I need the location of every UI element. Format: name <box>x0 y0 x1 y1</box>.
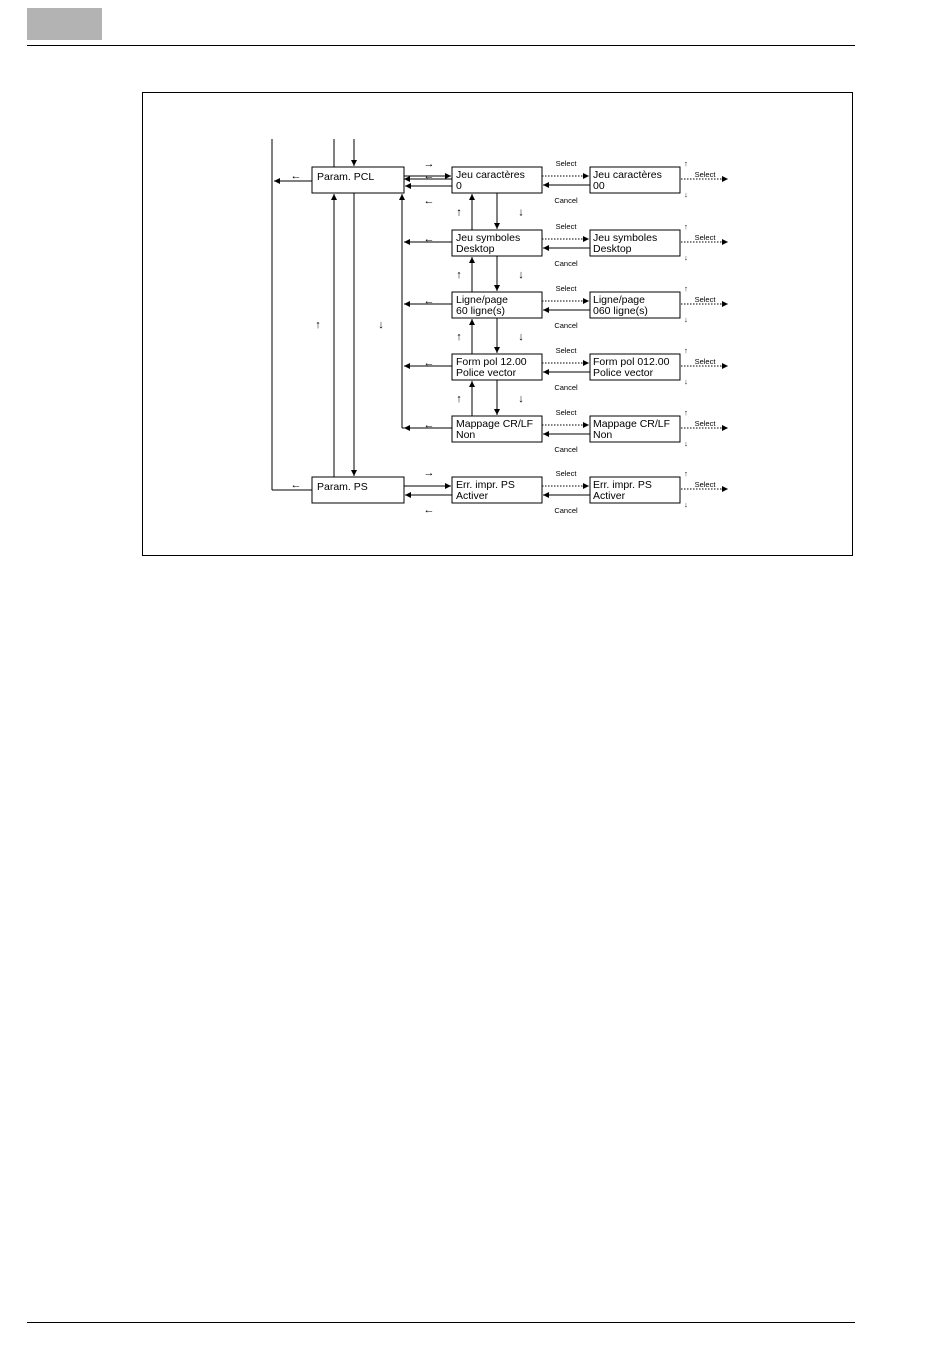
mappage-detail-line2: Non <box>593 429 612 441</box>
jeu-symboles-down-label: ↓ <box>518 269 524 281</box>
page-number-tab <box>27 8 102 40</box>
ligne-page-detail-box <box>589 291 681 319</box>
form-pol-line2: Police vector <box>456 367 517 379</box>
jeu-caracteres-detail-box <box>589 166 681 194</box>
err-to-ps-left-label: ← <box>424 504 435 516</box>
mappage-box <box>451 415 543 443</box>
mappage-detail-line1: Mappage CR/LF <box>593 418 670 430</box>
ligne-page-detail-line2: 060 ligne(s) <box>593 305 648 317</box>
err-impr-cancel-label: Cancel <box>554 506 578 515</box>
err-impr-detail-down-label: ↓ <box>684 500 688 509</box>
jeu-symboles-detail-up-label: ↑ <box>684 222 688 231</box>
jeu-symboles-detail-select-label: Select <box>695 233 717 242</box>
footer-rule <box>27 1322 855 1323</box>
form-pol-up-label: ↑ <box>456 393 462 405</box>
form-pol-return-left-label: ← <box>424 357 435 369</box>
jeu-caracteres-return-left-label: ← <box>424 170 435 182</box>
jeu-to-pcl-left-label: ← <box>424 195 435 207</box>
pcl-back-left-label: ← <box>291 170 302 182</box>
form-pol-box <box>451 353 543 381</box>
jeu-caracteres-detail-line1: Jeu caractères <box>593 169 662 181</box>
form-pol-select-label: Select <box>556 346 578 355</box>
err-impr-line2: Activer <box>456 490 489 502</box>
ligne-page-down-label: ↓ <box>518 331 524 343</box>
mappage-line2: Non <box>456 429 475 441</box>
jeu-caracteres-box <box>451 166 543 194</box>
ps-back-left-label: ← <box>291 479 302 491</box>
param-pcl-box <box>311 166 405 194</box>
form-pol-cancel-label: Cancel <box>554 383 578 392</box>
jeu-symboles-box <box>451 229 543 257</box>
err-impr-detail-line2: Activer <box>593 490 626 502</box>
ligne-page-box <box>451 291 543 319</box>
ligne-page-line2: 60 ligne(s) <box>456 305 505 317</box>
jeu-symboles-line1: Jeu symboles <box>456 232 520 244</box>
form-pol-detail-down-label: ↓ <box>684 377 688 386</box>
mappage-line1: Mappage CR/LF <box>456 418 533 430</box>
form-pol-detail-select-label: Select <box>695 357 717 366</box>
mappage-cancel-label: Cancel <box>554 445 578 454</box>
ligne-page-return-left-label: ← <box>424 295 435 307</box>
param-ps-box <box>311 476 405 504</box>
jeu-symboles-cancel-label: Cancel <box>554 259 578 268</box>
jeu-caracteres-detail-down-label: ↓ <box>684 190 688 199</box>
mappage-select-label: Select <box>556 408 578 417</box>
err-impr-box <box>451 476 543 504</box>
pcl-to-jeu-right-label: → <box>424 158 435 170</box>
down-between-main-label: ↓ <box>378 319 384 331</box>
form-pol-detail-line1: Form pol 012.00 <box>593 356 670 368</box>
jeu-symboles-return-left-label: ← <box>424 233 435 245</box>
jeu-symboles-detail-line2: Desktop <box>593 243 632 255</box>
mappage-detail-select-label: Select <box>695 419 717 428</box>
jeu-caracteres-detail-up-label: ↑ <box>684 159 688 168</box>
mappage-detail-down-label: ↓ <box>684 439 688 448</box>
form-pol-detail-box <box>589 353 681 381</box>
mappage-detail-up-label: ↑ <box>684 408 688 417</box>
jeu-symboles-up-label: ↑ <box>456 269 462 281</box>
param-pcl-label: Param. PCL <box>317 171 374 183</box>
jeu-caracteres-detail-select-label: Select <box>695 170 717 179</box>
form-pol-down-label: ↓ <box>518 393 524 405</box>
jeu-caracteres-line1: Jeu caractères <box>456 169 525 181</box>
err-impr-detail-up-label: ↑ <box>684 469 688 478</box>
form-pol-detail-line2: Police vector <box>593 367 654 379</box>
jeu-symboles-line2: Desktop <box>456 243 495 255</box>
ligne-page-detail-up-label: ↑ <box>684 284 688 293</box>
ligne-page-line1: Ligne/page <box>456 294 508 306</box>
header-rule <box>27 45 855 46</box>
jeu-symboles-select-label: Select <box>556 222 578 231</box>
err-impr-detail-select-label: Select <box>695 480 717 489</box>
jeu-caracteres-up-label: ↑ <box>456 207 462 219</box>
jeu-symboles-detail-box <box>589 229 681 257</box>
jeu-symboles-detail-down-label: ↓ <box>684 253 688 262</box>
ligne-page-up-label: ↑ <box>456 331 462 343</box>
up-between-main-label: ↑ <box>315 319 321 331</box>
param-ps-label: Param. PS <box>317 481 368 493</box>
jeu-caracteres-cancel-label: Cancel <box>554 196 578 205</box>
jeu-caracteres-line2: 0 <box>456 180 462 192</box>
err-impr-detail-box <box>589 476 681 504</box>
ligne-page-select-label: Select <box>556 284 578 293</box>
jeu-caracteres-select-label: Select <box>556 159 578 168</box>
form-pol-line1: Form pol 12.00 <box>456 356 527 368</box>
jeu-symboles-detail-line1: Jeu symboles <box>593 232 657 244</box>
mappage-detail-box <box>589 415 681 443</box>
ligne-page-detail-down-label: ↓ <box>684 315 688 324</box>
err-impr-line1: Err. impr. PS <box>456 479 515 491</box>
err-impr-detail-line1: Err. impr. PS <box>593 479 652 491</box>
ligne-page-detail-line1: Ligne/page <box>593 294 645 306</box>
ligne-page-cancel-label: Cancel <box>554 321 578 330</box>
jeu-caracteres-detail-line2: 00 <box>593 180 605 192</box>
ligne-page-detail-select-label: Select <box>695 295 717 304</box>
jeu-caracteres-down-label: ↓ <box>518 207 524 219</box>
ps-to-err-right-label: → <box>424 467 435 479</box>
err-impr-select-label: Select <box>556 469 578 478</box>
form-pol-detail-up-label: ↑ <box>684 346 688 355</box>
mappage-return-left-label: ← <box>424 419 435 431</box>
